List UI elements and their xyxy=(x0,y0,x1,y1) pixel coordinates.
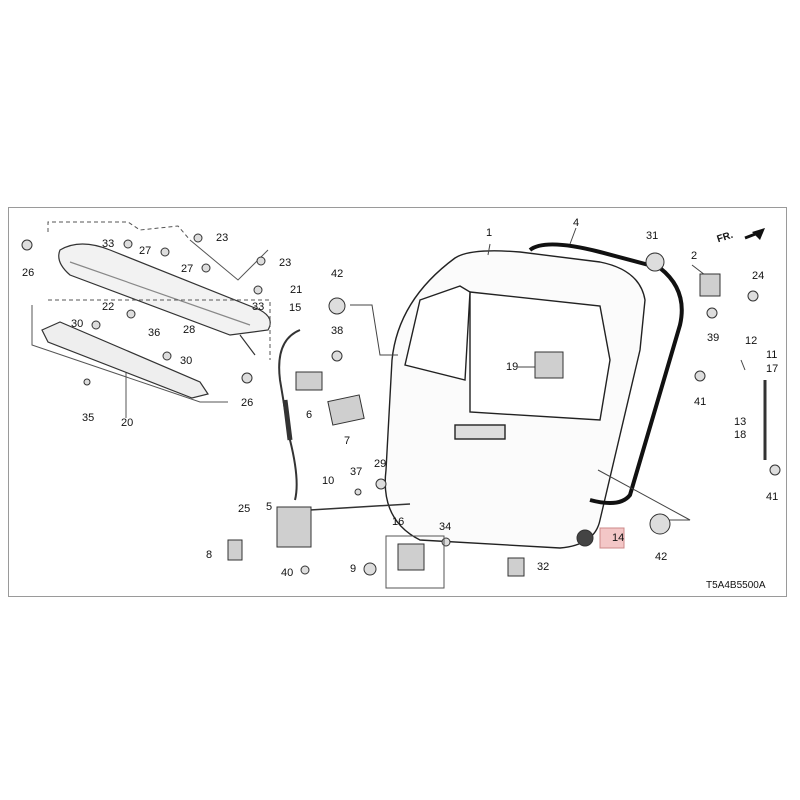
part-label-p41b: 41 xyxy=(766,491,778,503)
part-label-p18: 18 xyxy=(734,429,746,441)
part-label-p9: 9 xyxy=(350,563,356,575)
part-label-p40: 40 xyxy=(281,567,293,579)
part-labels: 1245678910111213141516171819202122232324… xyxy=(22,217,778,579)
part-label-p21: 21 xyxy=(290,284,302,296)
part-label-p20: 20 xyxy=(121,417,133,429)
part-label-p27b: 27 xyxy=(181,263,193,275)
part-label-p14: 14 xyxy=(612,532,624,544)
part-label-p42b: 42 xyxy=(655,551,667,563)
part-label-p36: 36 xyxy=(148,327,160,339)
part-label-p42a: 42 xyxy=(331,268,343,280)
part-label-p32: 32 xyxy=(537,561,549,573)
part-label-p6: 6 xyxy=(306,409,312,421)
part-label-p26a: 26 xyxy=(22,267,34,279)
part-label-p38: 38 xyxy=(331,325,343,337)
part-label-p1: 1 xyxy=(486,227,492,239)
spoiler-drawing xyxy=(58,243,271,356)
part-label-p16: 16 xyxy=(392,516,404,528)
garnish-drawing xyxy=(41,321,209,399)
part-label-p5: 5 xyxy=(266,501,272,513)
part-label-p35: 35 xyxy=(82,412,94,424)
part-label-p10: 10 xyxy=(322,475,334,487)
part-label-p22: 22 xyxy=(102,301,114,313)
part-label-p34: 34 xyxy=(439,521,451,533)
part-label-p15: 15 xyxy=(289,302,301,314)
part-label-p29: 29 xyxy=(374,458,386,470)
part-label-p28: 28 xyxy=(183,324,195,336)
part-label-p17: 17 xyxy=(766,363,778,375)
highlight-box xyxy=(599,527,625,549)
part-label-p27a: 27 xyxy=(139,245,151,257)
part-label-p8: 8 xyxy=(206,549,212,561)
part-label-p26b: 26 xyxy=(241,397,253,409)
part-label-p31: 31 xyxy=(646,230,658,242)
part-label-p11: 11 xyxy=(766,349,777,361)
part-label-p19: 19 xyxy=(506,361,518,373)
part-label-p33b: 33 xyxy=(252,301,264,313)
part-label-p33a: 33 xyxy=(102,238,114,250)
part-label-p23b: 23 xyxy=(279,257,291,269)
part-label-p2: 2 xyxy=(691,250,697,262)
part-label-p37: 37 xyxy=(350,466,362,478)
part-label-p30a: 30 xyxy=(71,318,83,330)
part-label-p39: 39 xyxy=(707,332,719,344)
part-label-p24: 24 xyxy=(752,270,764,282)
part-label-p23a: 23 xyxy=(216,232,228,244)
part-label-p12: 12 xyxy=(745,335,757,347)
part-label-p41a: 41 xyxy=(694,396,706,408)
part-label-p25: 25 xyxy=(238,503,250,515)
part-label-p4: 4 xyxy=(573,217,579,229)
part-label-p7: 7 xyxy=(344,435,350,447)
diagram-code: T5A4B5500A xyxy=(706,580,766,591)
part-label-p30b: 30 xyxy=(180,355,192,367)
diagram-frame xyxy=(8,207,787,597)
part-label-p13: 13 xyxy=(734,416,746,428)
